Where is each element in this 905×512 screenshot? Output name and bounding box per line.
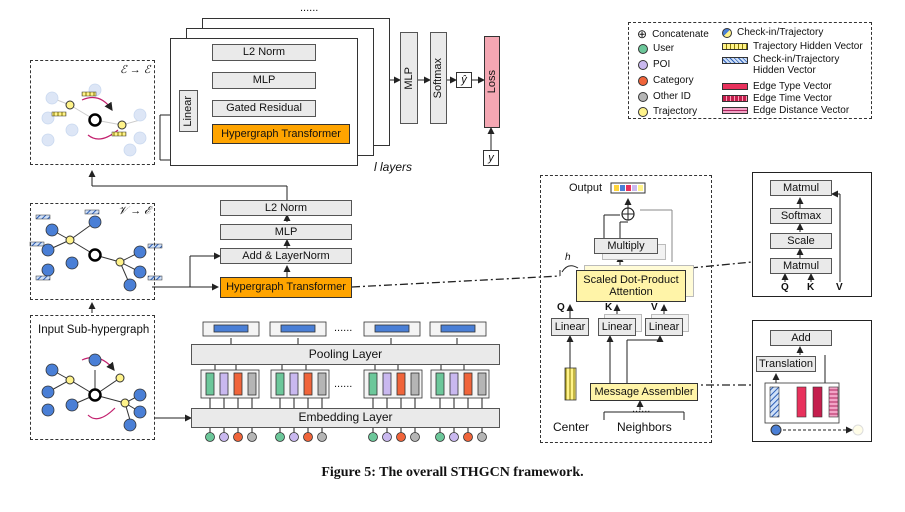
top-mlp: MLP bbox=[212, 72, 316, 89]
top-linear: Linear bbox=[179, 90, 198, 132]
edge-type-vector-icon bbox=[722, 83, 748, 90]
sdpa-k-label: K bbox=[807, 282, 815, 293]
linear-v: Linear bbox=[645, 318, 683, 336]
user-node-icon bbox=[638, 43, 648, 54]
sdpa-box: Scaled Dot-Product Attention bbox=[576, 270, 686, 302]
checkin-node-icon bbox=[722, 27, 732, 38]
checkin-hidden-vector-icon bbox=[722, 57, 748, 64]
v2e-graph bbox=[29, 209, 163, 292]
legend-checkin: Check-in/Trajectory bbox=[722, 27, 823, 38]
top-l2norm: L2 Norm bbox=[212, 44, 316, 61]
other-id-node-icon bbox=[638, 91, 648, 102]
mid-add-layernorm: Add & LayerNorm bbox=[220, 248, 352, 264]
legend-edge-time: Edge Time Vector bbox=[722, 93, 832, 104]
assembler-detail-panel bbox=[752, 320, 872, 442]
legend-category: Category bbox=[638, 75, 694, 86]
layers-count-label: l layers bbox=[374, 160, 413, 174]
sdpa-q-label: Q bbox=[781, 282, 789, 293]
head-mlp: MLP bbox=[400, 32, 418, 124]
message-assembler: Message Assembler bbox=[590, 383, 698, 401]
legend-poi: POI bbox=[638, 59, 670, 70]
head-softmax: Softmax bbox=[430, 32, 447, 124]
head-loss: Loss bbox=[484, 36, 500, 128]
top-hypergraph-transformer: Hypergraph Transformer bbox=[212, 124, 350, 144]
legend-edge-distance: Edge Distance Vector bbox=[722, 105, 849, 116]
q-label: Q bbox=[557, 302, 565, 313]
assembler-translation: Translation bbox=[756, 356, 816, 372]
e2e-graph bbox=[41, 83, 147, 157]
figure-caption: Figure 5: The overall STHGCN framework. bbox=[321, 465, 584, 480]
v2e-label: 𝒱 → ℰ bbox=[118, 205, 151, 217]
legend-concatenate: ⊕ Concatenate bbox=[637, 27, 709, 41]
input-subhypergraph-panel bbox=[30, 315, 155, 440]
sdpa-detail-panel bbox=[752, 172, 872, 297]
sdpa-v-label: V bbox=[836, 282, 843, 293]
mid-l2norm: L2 Norm bbox=[220, 200, 352, 216]
edge-distance-vector-icon bbox=[722, 107, 748, 114]
trajectory-node-icon bbox=[638, 106, 648, 117]
trajectory-hidden-vector-icon bbox=[722, 43, 748, 50]
sdpa-matmul-top: Matmul bbox=[770, 180, 832, 196]
input-subhypergraph-graph bbox=[41, 353, 147, 432]
legend-edge-type: Edge Type Vector bbox=[722, 81, 832, 92]
pooled-vectors-dots: ...... bbox=[334, 322, 353, 334]
poi-node-icon bbox=[638, 59, 648, 70]
legend-trajectory-hidden: Trajectory Hidden Vector bbox=[722, 41, 863, 52]
head-yhat: ŷ bbox=[456, 72, 472, 88]
embedding-vectors-dots: ...... bbox=[334, 378, 353, 390]
edge-time-vector-icon bbox=[722, 95, 748, 102]
embedding-layer: Embedding Layer bbox=[191, 408, 500, 428]
assembler-add: Add bbox=[770, 330, 832, 346]
attention-panel bbox=[540, 175, 712, 443]
neighbors-label: Neighbors bbox=[617, 420, 672, 434]
pooling-layer: Pooling Layer bbox=[191, 344, 500, 365]
heads-h-label: h bbox=[565, 252, 571, 263]
mid-mlp: MLP bbox=[220, 224, 352, 240]
layer-stack-dots: ...... bbox=[300, 2, 319, 14]
v2e-graph-panel bbox=[30, 203, 155, 300]
neighbors-dots: ...... bbox=[632, 403, 651, 415]
v-label: V bbox=[651, 302, 658, 313]
category-node-icon bbox=[638, 75, 648, 86]
attention-output-label: Output bbox=[569, 182, 603, 194]
legend-checkin-hidden: Check-in/Trajectory Hidden Vector bbox=[722, 54, 862, 76]
e2e-label: ℰ → ℰ bbox=[120, 64, 151, 76]
sdpa-scale: Scale bbox=[770, 233, 832, 249]
input-subhypergraph-label: Input Sub-hypergraph bbox=[38, 324, 150, 336]
linear-q: Linear bbox=[551, 318, 589, 336]
linear-k: Linear bbox=[598, 318, 636, 336]
sdpa-matmul-bottom: Matmul bbox=[770, 258, 832, 274]
head-y: y bbox=[483, 150, 499, 166]
e2e-graph-panel bbox=[30, 60, 155, 165]
concatenate-icon: ⊕ bbox=[637, 27, 648, 41]
legend-panel bbox=[628, 22, 872, 119]
sdpa-softmax: Softmax bbox=[770, 208, 832, 224]
multiply-box: Multiply bbox=[594, 238, 658, 254]
center-label: Center bbox=[553, 420, 590, 434]
top-gated-residual: Gated Residual bbox=[212, 100, 316, 117]
legend-trajectory: Trajectory bbox=[638, 106, 697, 117]
legend-other-id: Other ID bbox=[638, 91, 691, 102]
mid-hypergraph-transformer: Hypergraph Transformer bbox=[220, 277, 352, 298]
k-label: K bbox=[605, 302, 613, 313]
legend-user: User bbox=[638, 43, 674, 54]
